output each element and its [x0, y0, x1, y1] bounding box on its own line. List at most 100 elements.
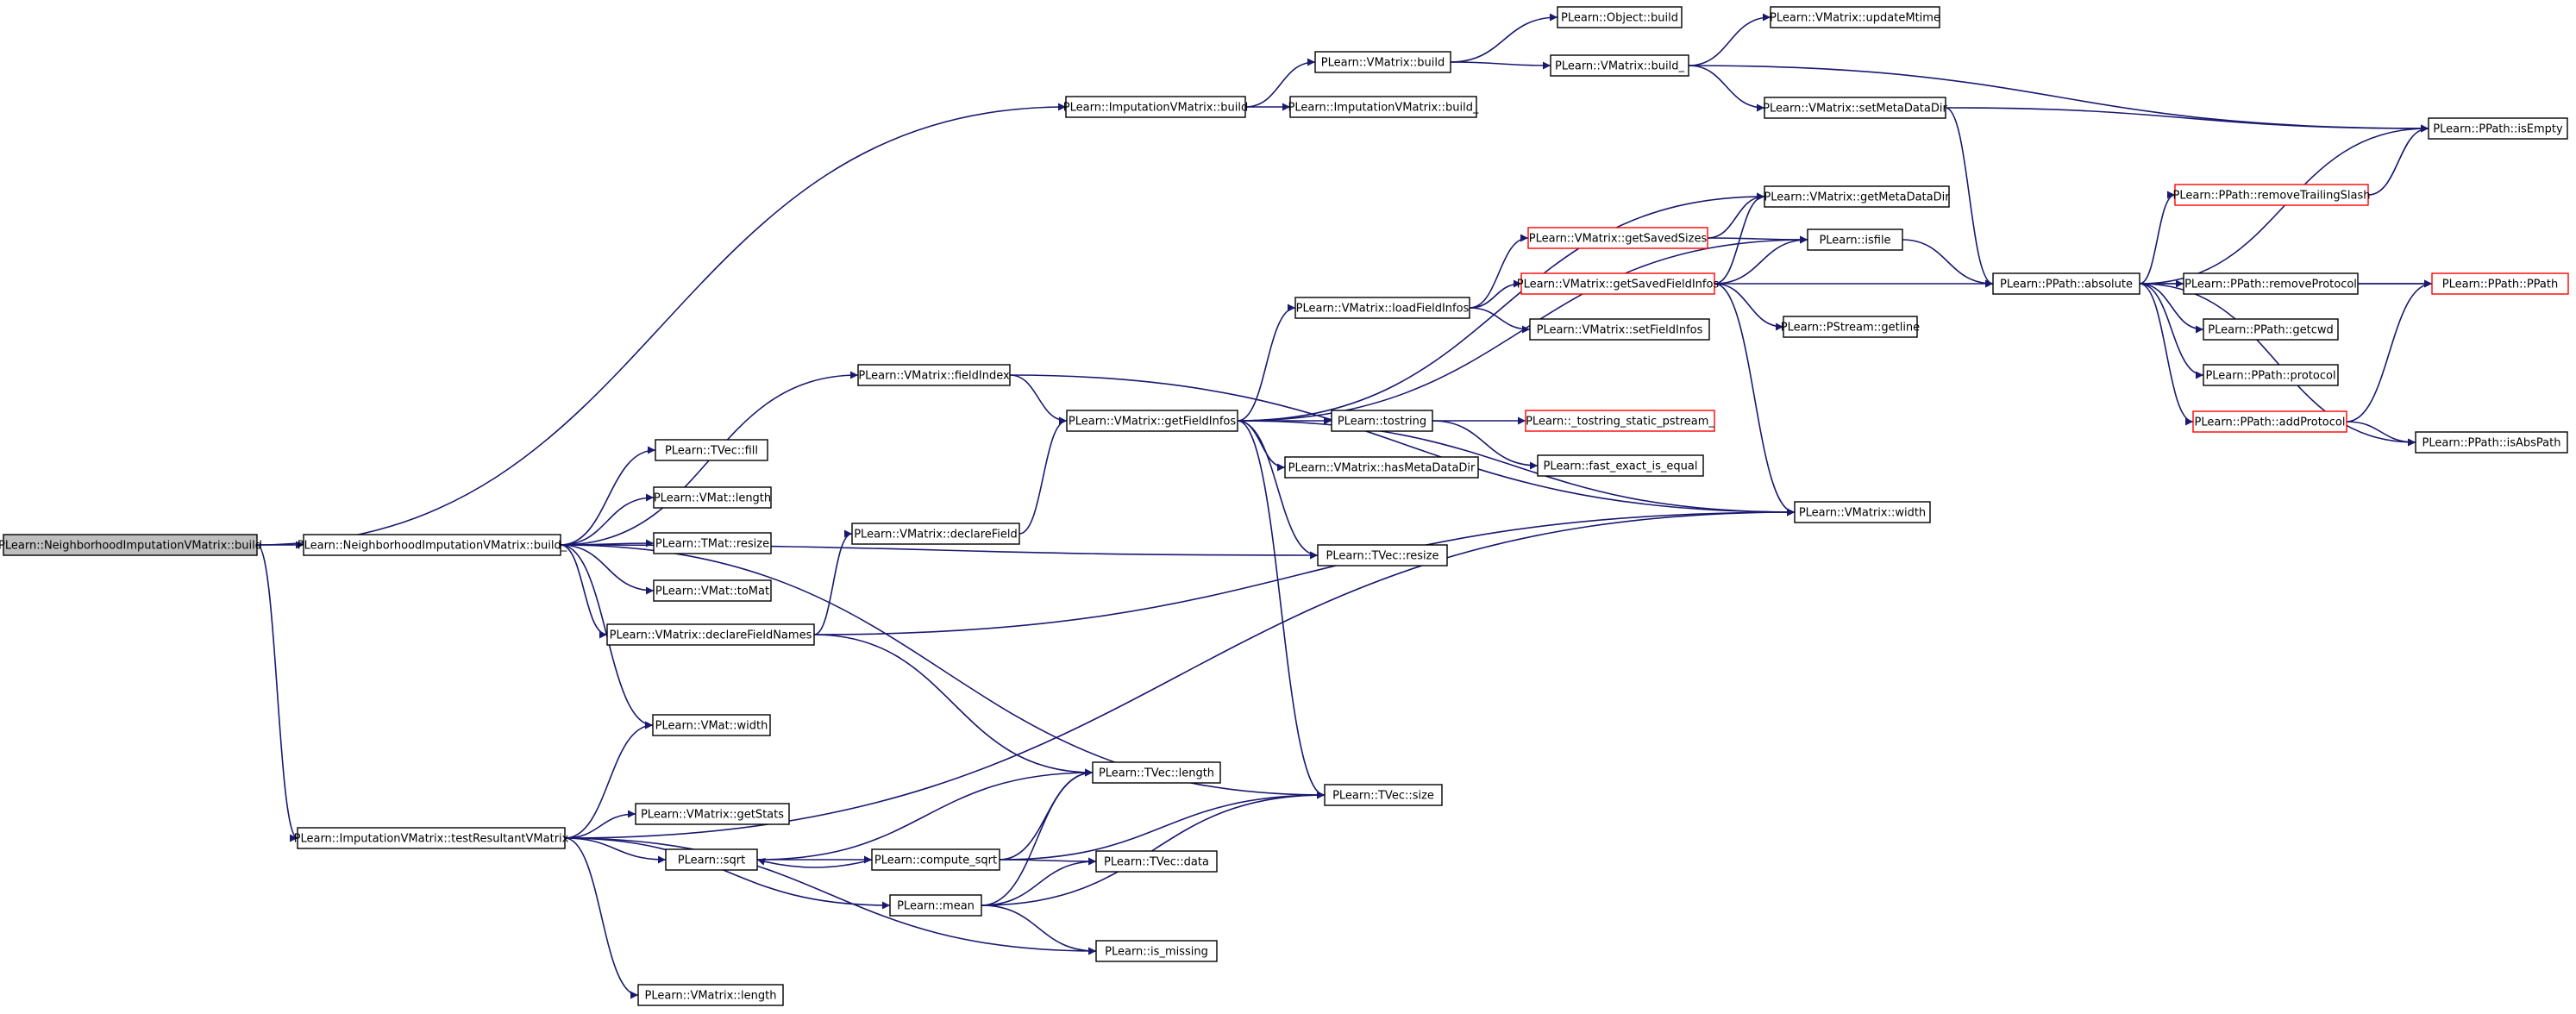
node-pp-removeProtocol[interactable]: PLearn::PPath::removeProtocol [2183, 272, 2359, 295]
node-box [665, 848, 758, 871]
node-vm-getFieldInfos[interactable]: PLearn::VMatrix::getFieldInfos [1066, 410, 1238, 432]
node-ps-getline[interactable]: PLearn::PStream::getline [1781, 316, 1920, 338]
node-pp-removeTrailingSlash[interactable]: PLearn::PPath::removeTrailingSlash [2173, 184, 2371, 206]
node-vm-updateMtime[interactable]: PLearn::VMatrix::updateMtime [1770, 6, 1940, 28]
node-box [2428, 117, 2568, 140]
node-pp-isEmpty[interactable]: PLearn::PPath::isEmpty [2428, 117, 2568, 140]
node-label: PLearn::VMatrix::declareFieldNames [610, 629, 812, 642]
node-pp-getcwd[interactable]: PLearn::PPath::getcwd [2203, 318, 2339, 341]
node-box [1992, 272, 2140, 295]
node-pp-isAbsPath[interactable]: PLearn::PPath::isAbsPath [2415, 431, 2568, 454]
node-root[interactable]: PLearn::NeighborhoodImputationVMatrix::b… [0, 534, 262, 556]
edge-pp-absolute-to-pp-addProtocol [2139, 283, 2194, 426]
node-label: PLearn::NeighborhoodImputationVMatrix::b… [0, 540, 262, 553]
node-fast-exact[interactable]: PLearn::fast_exact_is_equal [1537, 454, 1704, 477]
edge-mean-to-is-missing [981, 904, 1097, 955]
node-label: PLearn::VMatrix::updateMtime [1770, 12, 1940, 25]
node-tmat-resize[interactable]: PLearn::TMat::resize [653, 532, 772, 554]
edge-vm-declareFieldNames-to-tvec-length [813, 634, 1094, 777]
node-tvec-data[interactable]: PLearn::TVec::data [1095, 850, 1218, 873]
edge-nivm-build--to-tvec-fill [560, 446, 656, 546]
node-vm-hasMetaDataDir[interactable]: PLearn::VMatrix::hasMetaDataDir [1284, 456, 1479, 479]
node-ivm-build-[interactable]: PLearn::ImputationVMatrix::build_ [1288, 96, 1479, 118]
node-vmat-toMat[interactable]: PLearn::VMat::toMat [653, 579, 772, 602]
edge-vm-getFieldInfos-to-vm-getMetaDataDir [1237, 192, 1765, 422]
node-box [606, 623, 815, 646]
node-box [2415, 431, 2568, 454]
node-pp-PPath[interactable]: PLearn::PPath::PPath [2431, 272, 2569, 295]
node-label: PLearn::TVec::size [1332, 790, 1434, 803]
edge-mean-to-tvec-length [981, 768, 1094, 906]
node-box [3, 534, 258, 556]
node-vm-getSavedFieldInfos[interactable]: PLearn::VMatrix::getSavedFieldInfos [1517, 272, 1720, 295]
node-label: PLearn::VMatrix::getStats [641, 809, 784, 822]
edge-vm-declareFieldNames-to-vm-declareField [813, 529, 853, 635]
node-label: PLearn::ImputationVMatrix::testResultant… [294, 833, 569, 846]
node-label: PLearn::PPath::protocol [2205, 370, 2335, 383]
node-vmat-length[interactable]: PLearn::VMat::length [653, 486, 772, 509]
node-box [1764, 185, 1950, 208]
node-label: PLearn::VMatrix::getMetaDataDir [1764, 191, 1950, 204]
node-vm-getMetaDataDir[interactable]: PLearn::VMatrix::getMetaDataDir [1764, 185, 1950, 208]
node-label: PLearn::TVec::fill [665, 445, 758, 458]
node-tostring[interactable]: PLearn::tostring [1331, 410, 1433, 432]
node-vm-build-[interactable]: PLearn::VMatrix::build_ [1550, 54, 1689, 77]
node-vm-getStats[interactable]: PLearn::VMatrix::getStats [635, 803, 790, 825]
node-vm-loadFieldInfos[interactable]: PLearn::VMatrix::loadFieldInfos [1294, 297, 1470, 319]
node-is-missing[interactable]: PLearn::is_missing [1095, 940, 1218, 962]
node-box [1529, 318, 1710, 341]
node-vm-setMetaDataDir[interactable]: PLearn::VMatrix::setMetaDataDir [1763, 97, 1947, 119]
edge-pp-absolute-to-pp-getcwd [2139, 283, 2204, 334]
node-box [652, 714, 771, 736]
node-box [297, 827, 566, 849]
node-label: PLearn::compute_sqrt [874, 854, 997, 867]
node-label: PLearn::PPath::absolute [2000, 279, 2133, 291]
node-isfile[interactable]: PLearn::isfile [1807, 228, 1903, 251]
node-box [1095, 850, 1218, 873]
node-label: PLearn::PPath::isEmpty [2433, 123, 2563, 136]
node-box [1783, 316, 1918, 338]
node-vm-width[interactable]: PLearn::VMatrix::width [1794, 501, 1931, 523]
edge-ivm-build-to-vm-build [1244, 58, 1316, 108]
node-vm-fieldIndex[interactable]: PLearn::VMatrix::fieldIndex [857, 364, 1011, 386]
node-pp-addProtocol[interactable]: PLearn::PPath::addProtocol [2192, 410, 2347, 433]
node-ivm-test[interactable]: PLearn::ImputationVMatrix::testResultant… [294, 827, 569, 849]
node-obj-build[interactable]: PLearn::Object::build [1557, 6, 1683, 28]
node-label: PLearn::PPath::removeProtocol [2184, 279, 2357, 291]
node-tvec-length[interactable]: PLearn::TVec::length [1092, 761, 1221, 784]
node-vm-setFieldInfos[interactable]: PLearn::VMatrix::setFieldInfos [1529, 318, 1710, 341]
node-ivm-build[interactable]: PLearn::ImputationVMatrix::build [1063, 96, 1248, 118]
node-box [1770, 6, 1940, 28]
node-pp-protocol[interactable]: PLearn::PPath::protocol [2203, 364, 2339, 386]
node-tostring-static[interactable]: PLearn::_tostring_static_pstream_ [1525, 410, 1715, 432]
edge-isfile-to-pp-absolute [1902, 239, 1994, 288]
node-vm-declareFieldNames[interactable]: PLearn::VMatrix::declareFieldNames [606, 623, 815, 646]
node-label: PLearn::PPath::getcwd [2208, 324, 2333, 337]
edge-nivm-build--to-vmat-length [560, 493, 655, 546]
node-vm-length[interactable]: PLearn::VMatrix::length [637, 984, 784, 1006]
edge-vm-loadFieldInfos-to-vm-getSavedFieldInfos [1469, 279, 1522, 309]
node-pp-absolute[interactable]: PLearn::PPath::absolute [1992, 272, 2140, 295]
node-label: PLearn::VMatrix::setFieldInfos [1537, 324, 1703, 337]
node-tvec-fill[interactable]: PLearn::TVec::fill [655, 439, 768, 461]
node-box [653, 532, 772, 554]
node-vm-build[interactable]: PLearn::VMatrix::build [1314, 51, 1451, 73]
edge-pp-addProtocol-to-pp-PPath [2346, 279, 2433, 422]
node-sqrt[interactable]: PLearn::sqrt [665, 848, 758, 871]
node-vmat-width[interactable]: PLearn::VMat::width [652, 714, 771, 736]
node-nivm-build-[interactable]: PLearn::NeighborhoodImputationVMatrix::b… [298, 534, 567, 556]
node-label: PLearn::ImputationVMatrix::build [1063, 102, 1248, 115]
node-vm-getSavedSizes[interactable]: PLearn::VMatrix::getSavedSizes [1527, 227, 1708, 249]
node-tvec-resize[interactable]: PLearn::TVec::resize [1317, 544, 1448, 566]
edge-vm-getSavedFieldInfos-to-vm-width [1714, 283, 1796, 516]
node-label: PLearn::NeighborhoodImputationVMatrix::b… [298, 540, 567, 553]
node-compute-sqrt[interactable]: PLearn::compute_sqrt [871, 848, 1000, 871]
node-vm-declareField[interactable]: PLearn::VMatrix::declareField [851, 523, 1020, 545]
node-mean[interactable]: PLearn::mean [889, 894, 982, 917]
node-label: PLearn::mean [897, 900, 975, 913]
node-tvec-size[interactable]: PLearn::TVec::size [1324, 784, 1443, 806]
node-label: PLearn::Object::build [1561, 12, 1678, 25]
node-label: PLearn::_tostring_static_pstream_ [1526, 416, 1714, 429]
node-box [1065, 96, 1246, 118]
node-box [1294, 297, 1470, 319]
